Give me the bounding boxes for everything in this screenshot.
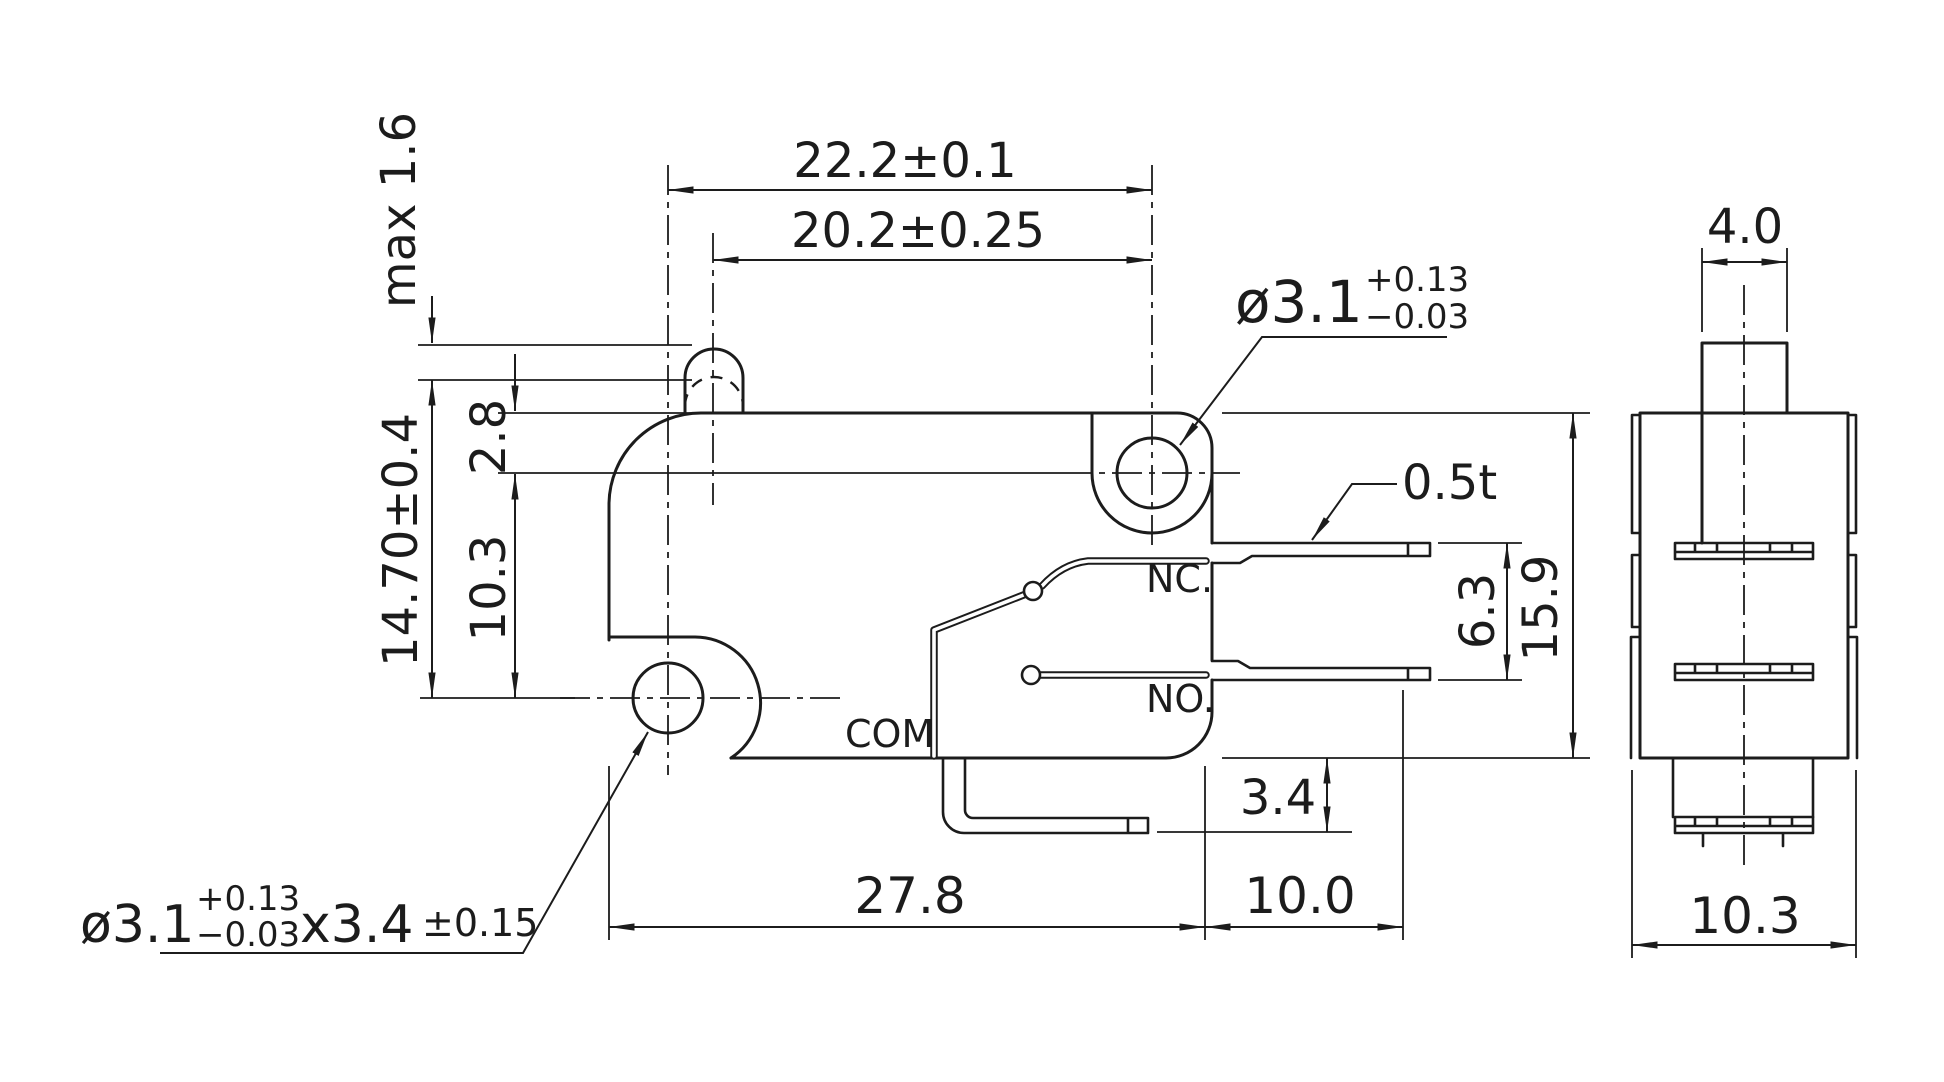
dim-plunger-to-hole-label: 20.2±0.25 xyxy=(791,203,1045,259)
dim-free-position-label: max 1.6 xyxy=(371,112,427,308)
dim-operating-position-label: 14.70±0.4 xyxy=(373,413,429,667)
nc-contact-arm-fill xyxy=(1040,559,1208,588)
extension-lines xyxy=(418,248,1857,958)
centerlines xyxy=(560,165,1745,868)
side-body-outline xyxy=(1638,411,1850,760)
leader-0-5t xyxy=(1311,483,1397,541)
no-terminal-label: NO. xyxy=(1146,677,1215,721)
lower-boss-outline xyxy=(607,635,762,760)
nc-contact-pivot xyxy=(1022,580,1044,602)
com-terminal-label: COM xyxy=(845,712,934,756)
body-width-label: 27.8 xyxy=(854,867,965,925)
com-internal-spring-fill xyxy=(932,592,1028,758)
side-com-stem xyxy=(1671,756,1815,819)
side-body-tabs xyxy=(1629,413,1859,760)
dim-hole-to-top-label: 2.8 xyxy=(461,399,517,475)
plunger-pressed-position-arc xyxy=(683,375,745,407)
lower-hole-tol-lower-label: −0.03 xyxy=(196,915,300,955)
upper-hole-tol-upper-label: +0.13 xyxy=(1365,260,1469,300)
dim-mount-hole-spacing-label: 22.2±0.1 xyxy=(793,133,1016,189)
leader-lower-hole xyxy=(160,731,649,954)
com-terminal-blade xyxy=(941,756,1150,835)
lower-hole-depth-label: x3.4 xyxy=(300,895,413,955)
terminal-spacing-label: 6.3 xyxy=(1450,573,1506,649)
terminal-thickness-label: 0.5t xyxy=(1402,455,1497,511)
dimension-labels: 22.2±0.1 20.2±0.25 max 1.6 14.70±0.4 2.8… xyxy=(80,112,1801,955)
no-contact-pivot xyxy=(1020,664,1042,686)
upper-boss-outline xyxy=(1090,411,1214,535)
side-plunger-width-label: 4.0 xyxy=(1707,199,1783,255)
dimension-lines xyxy=(160,186,1856,954)
terminal-length-label: 10.0 xyxy=(1244,867,1355,925)
upper-hole-tol-lower-label: −0.03 xyxy=(1365,297,1469,337)
switch-body-outline xyxy=(607,411,1214,760)
lower-hole-depth-tol-label: ±0.15 xyxy=(422,901,538,945)
plunger-outline xyxy=(683,347,745,415)
dim-hole-spacing-vertical-label: 10.3 xyxy=(461,535,517,642)
lower-hole-diameter-label: ø3.1 xyxy=(80,895,195,955)
body-height-label: 15.9 xyxy=(1513,555,1569,662)
com-internal-spring xyxy=(930,590,1030,760)
no-terminal-blade xyxy=(1210,659,1432,682)
leader-upper-hole xyxy=(1179,336,1447,446)
front-view xyxy=(498,347,1432,835)
nc-terminal-blade xyxy=(1210,541,1432,565)
nc-terminal-label: NC. xyxy=(1146,557,1213,601)
side-body-depth-label: 10.3 xyxy=(1689,887,1800,945)
upper-hole-diameter-label: ø3.1 xyxy=(1235,268,1363,336)
lower-hole-tol-upper-label: +0.13 xyxy=(196,879,300,919)
com-drop-label: 3.4 xyxy=(1240,770,1316,826)
